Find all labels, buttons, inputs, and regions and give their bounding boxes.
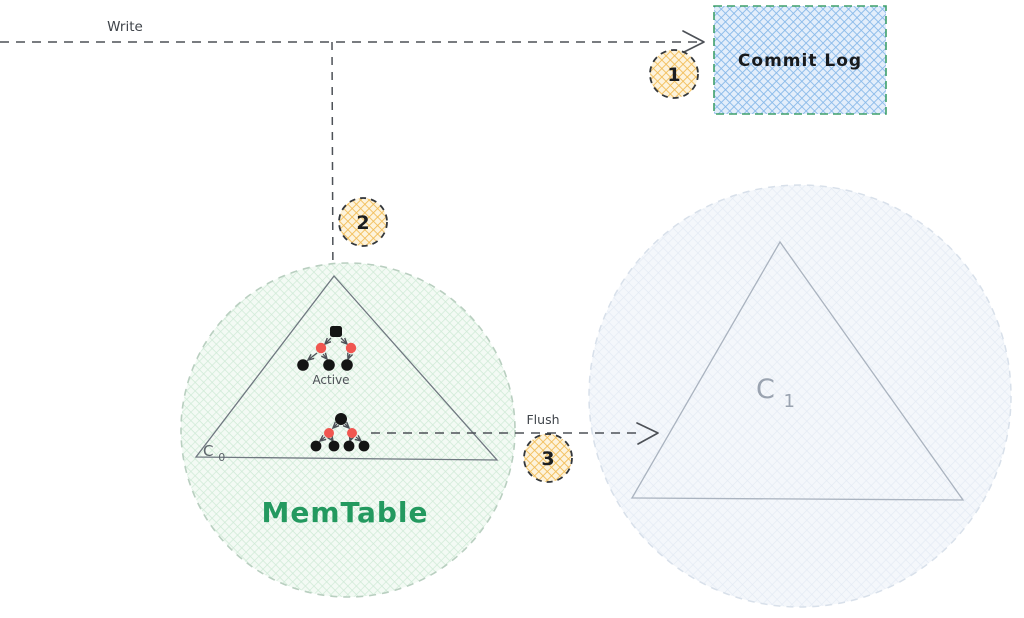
sstable-level-base: C <box>756 374 775 405</box>
memtable-component: Active C 0 MemTable <box>180 262 516 598</box>
step-badge-2: 2 <box>338 197 388 247</box>
step-badge-1-circle <box>649 49 699 99</box>
tree-edge <box>306 352 318 362</box>
tree-edge <box>348 434 355 443</box>
memtable-title: MemTable <box>261 496 428 529</box>
tree-black-node <box>323 359 335 371</box>
step-badge-1-number: 1 <box>667 64 680 86</box>
memtable-level-label: C 0 <box>203 442 225 464</box>
tree-root-node <box>330 326 342 337</box>
commit-log-box <box>713 5 887 115</box>
sstable-triangle <box>630 240 965 501</box>
commit-log-label: Commit Log <box>738 51 862 71</box>
flush-flow: Flush <box>371 412 659 445</box>
memtable-level-base: C <box>203 442 213 460</box>
write-flow: Write <box>0 19 705 311</box>
step-badge-1: 1 <box>649 49 699 99</box>
active-tree-label: Active <box>312 373 349 387</box>
tree-red-node <box>324 428 334 438</box>
tree-edge <box>327 434 334 443</box>
tree-edge <box>354 434 363 443</box>
tree-black-node <box>310 440 322 452</box>
commit-log: Commit Log <box>713 5 887 115</box>
sstable-level-sub: 1 <box>783 391 794 412</box>
memtable-level-sub: 0 <box>218 451 225 464</box>
flush-label: Flush <box>526 412 559 427</box>
tree-red-node <box>315 342 327 354</box>
tree-edge <box>323 337 332 346</box>
step-badge-2-number: 2 <box>356 212 369 234</box>
sstable-component: C 1 <box>588 184 1012 608</box>
flushing-tree <box>310 413 370 452</box>
tree-root-node <box>335 413 347 425</box>
tree-black-node <box>328 440 340 452</box>
step-badge-3-number: 3 <box>541 448 554 470</box>
step-badge-3-circle <box>523 433 573 483</box>
tree-black-node <box>343 440 355 452</box>
memtable-triangle <box>194 274 499 461</box>
tree-edge <box>342 421 351 430</box>
tree-edge <box>331 421 340 430</box>
write-arrowhead-icon <box>682 30 705 53</box>
tree-black-node <box>358 440 370 452</box>
write-branch-line <box>331 41 334 295</box>
tree-edge <box>320 352 329 361</box>
flush-arrowhead-icon <box>636 422 659 445</box>
tree-black-node <box>341 359 353 371</box>
tree-red-node <box>347 428 357 438</box>
tree-black-node <box>297 359 309 371</box>
active-tree: Active <box>297 326 357 387</box>
tree-edge <box>347 352 354 361</box>
tree-edge <box>318 434 327 443</box>
tree-red-node <box>345 342 357 354</box>
step-badge-2-circle <box>338 197 388 247</box>
sstable-level-label: C 1 <box>756 374 795 412</box>
step-badge-3: 3 <box>523 433 573 483</box>
sstable-circle <box>588 184 1012 608</box>
write-label: Write <box>107 19 143 35</box>
tree-edge <box>340 337 349 346</box>
